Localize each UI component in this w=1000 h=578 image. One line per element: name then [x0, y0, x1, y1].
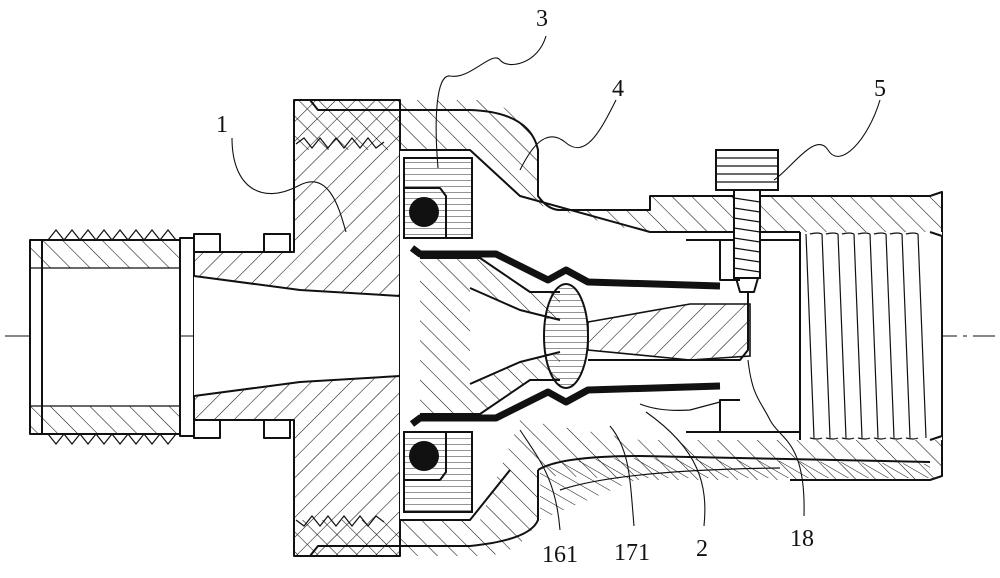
part-3-seal-ring — [403, 157, 473, 513]
part-labels: 1 3 4 5 161 171 2 18 — [216, 6, 886, 568]
valve-insert — [420, 257, 751, 415]
part-1-inner-body — [193, 99, 401, 557]
label-5: 5 — [874, 76, 886, 102]
valve-disc — [543, 283, 589, 389]
label-171: 171 — [614, 540, 650, 566]
diaphragm-gasket — [409, 245, 721, 427]
o-ring-bottom — [409, 441, 439, 471]
inlet-nozzle — [29, 229, 291, 445]
label-2: 2 — [696, 536, 708, 562]
o-ring-top — [409, 197, 439, 227]
label-4: 4 — [612, 76, 624, 102]
leader-lines — [231, 35, 881, 531]
label-161: 161 — [542, 542, 578, 568]
label-1: 1 — [216, 112, 228, 138]
label-3: 3 — [536, 6, 548, 32]
part-5-screw-plug — [588, 149, 779, 361]
outlet-internal-thread — [799, 231, 943, 441]
label-18: 18 — [790, 526, 814, 552]
